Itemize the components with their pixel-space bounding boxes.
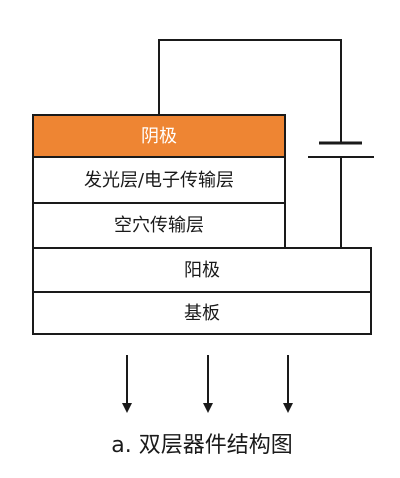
substrate-layer: [32, 291, 372, 335]
arrow-down-icon: [203, 355, 213, 413]
circuit: [158, 39, 342, 248]
substrate-label: 基板: [184, 303, 220, 324]
emitting-layer: [32, 156, 286, 204]
arrow-down-icon: [122, 355, 132, 413]
battery-icon: [308, 141, 374, 158]
arrow-down-icon: [283, 355, 293, 413]
anode-layer: [32, 247, 372, 293]
anode-label: 阳极: [184, 260, 220, 281]
circuit-wire-top: [158, 39, 342, 143]
figure-caption: a. 双层器件结构图: [111, 433, 292, 458]
emission-arrows: [122, 355, 293, 413]
layer-stack: 阴极 发光层/电子传输层 空穴传输层 阳极 基板: [32, 114, 372, 335]
cathode-layer: [32, 114, 286, 158]
cathode-label: 阴极: [141, 126, 177, 147]
emitting-layer-label: 发光层/电子传输层: [84, 170, 234, 191]
hole-transport-label: 空穴传输层: [114, 215, 204, 236]
